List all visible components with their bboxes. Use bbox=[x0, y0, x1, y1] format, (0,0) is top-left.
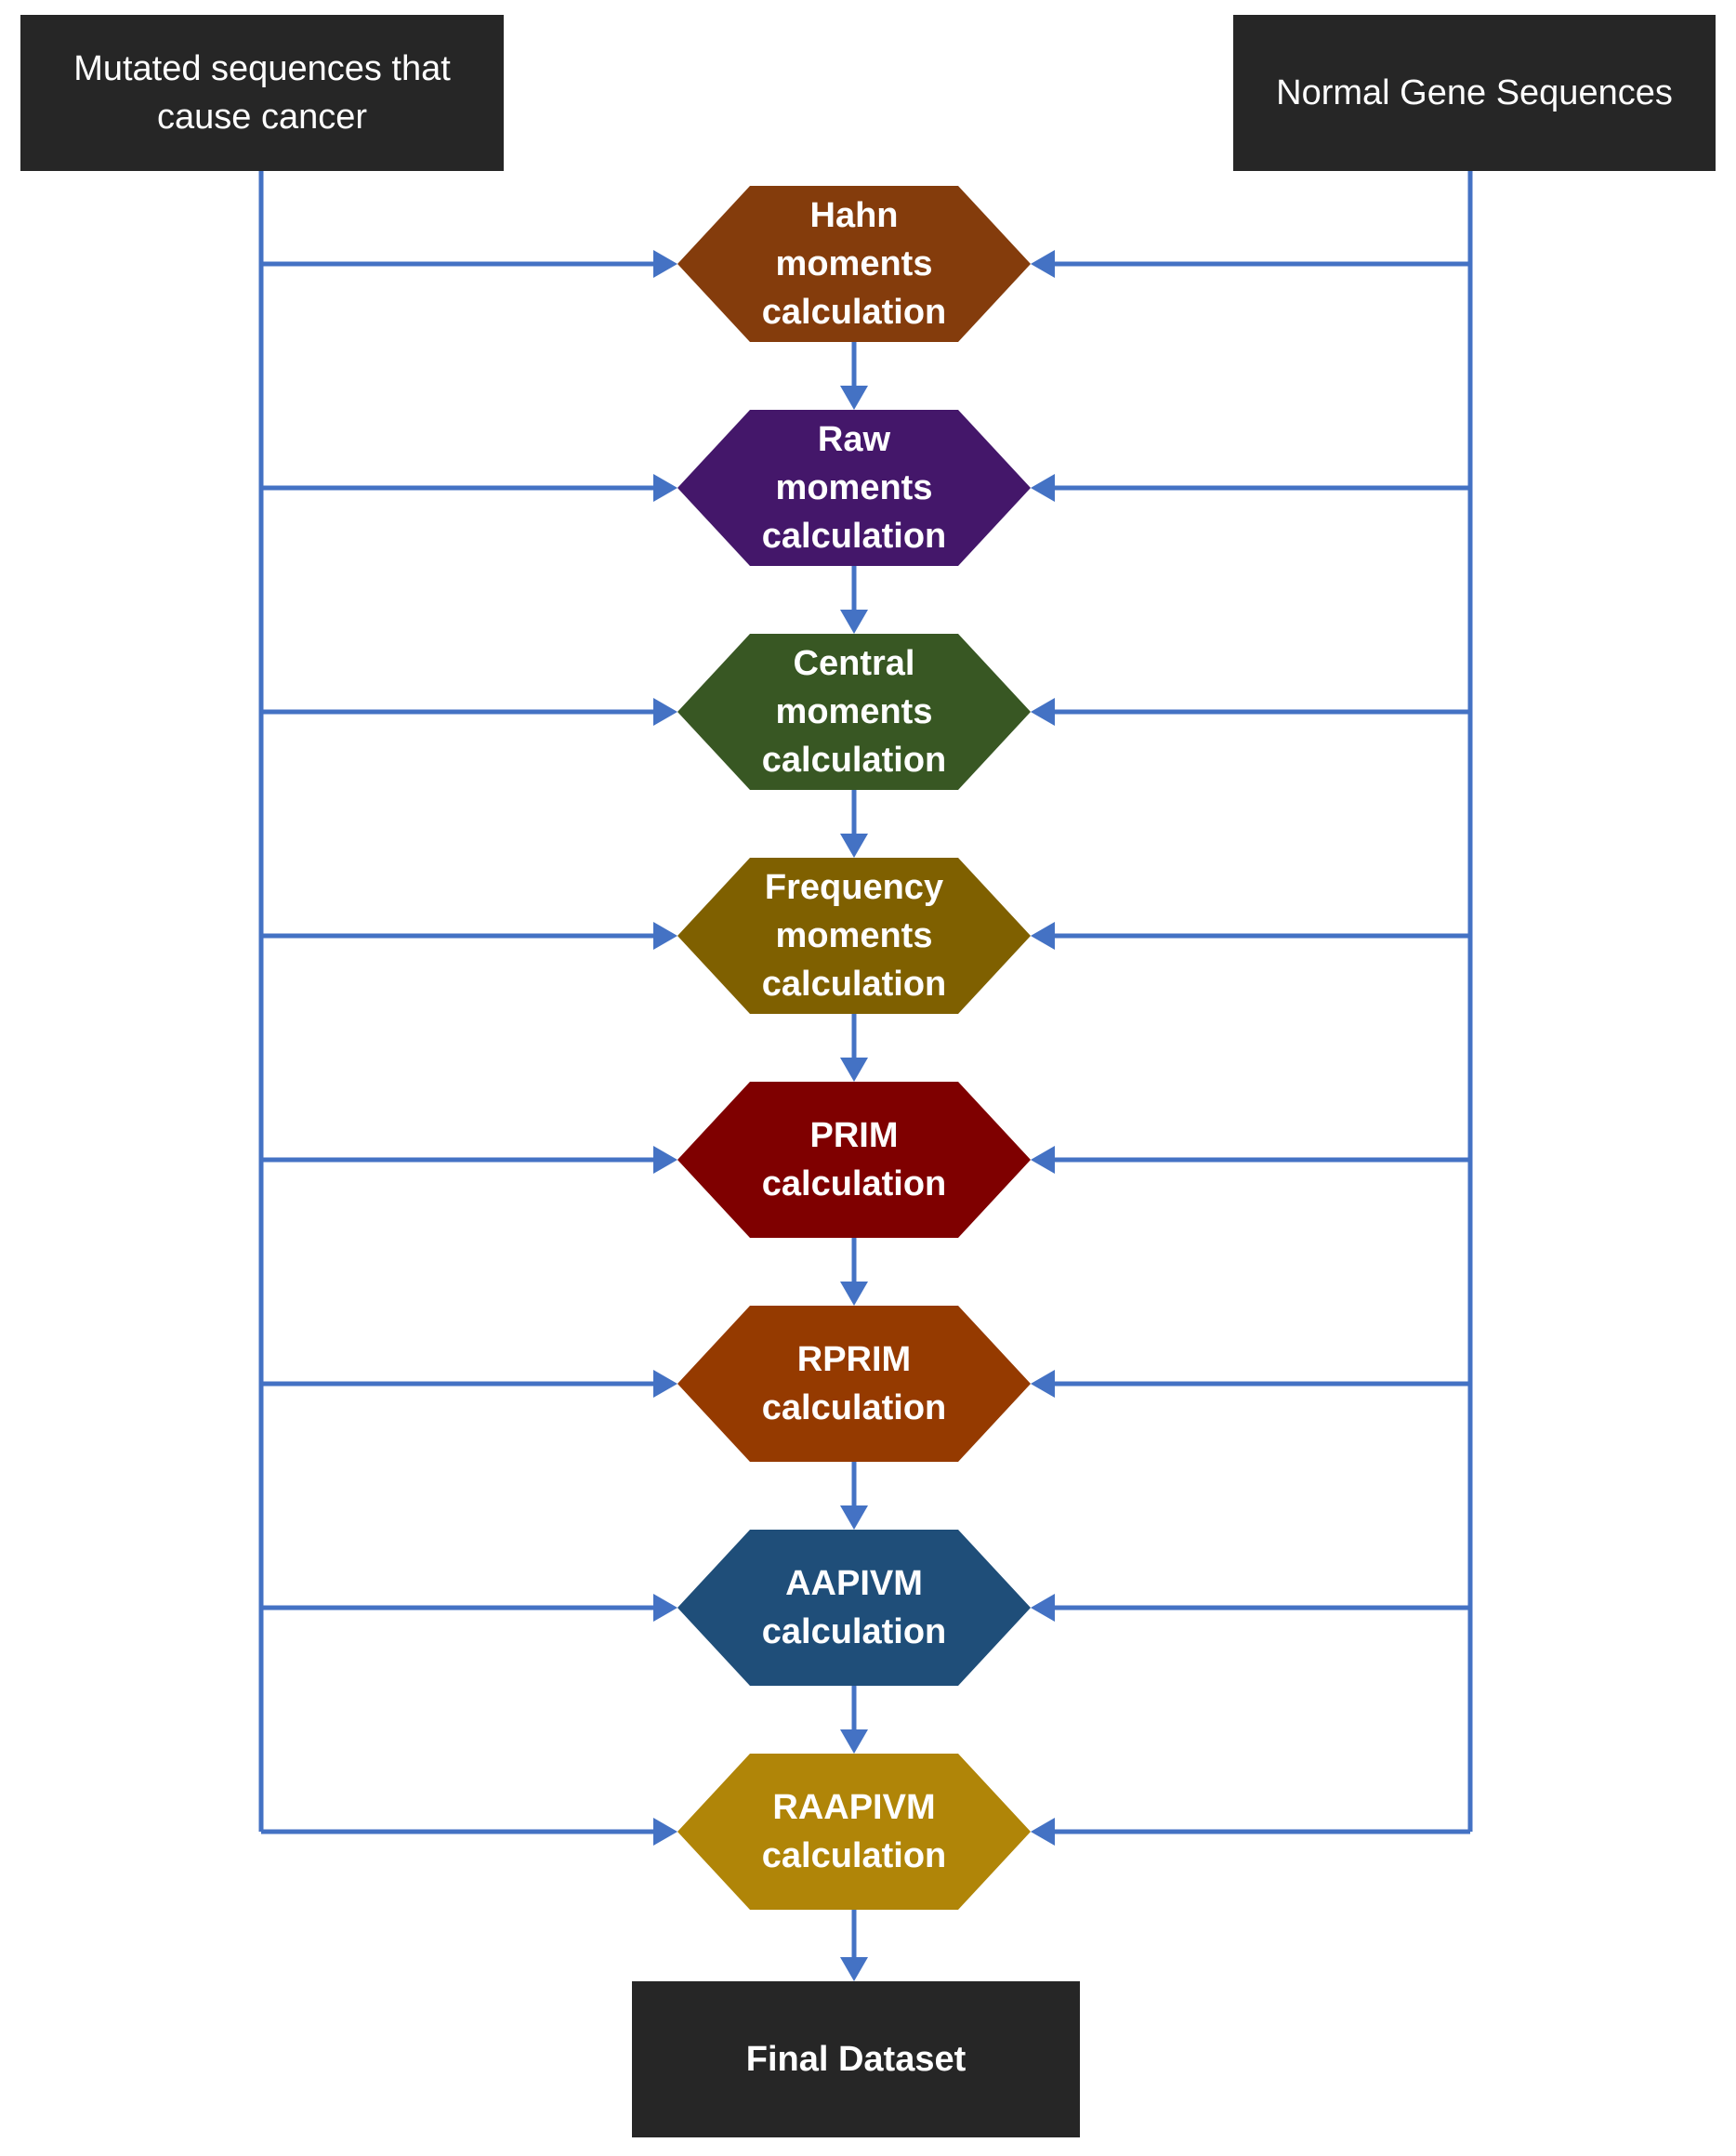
hexagon-prim bbox=[677, 1082, 1031, 1238]
hexagon-raw bbox=[677, 410, 1031, 566]
hexagon-raapivm bbox=[677, 1754, 1031, 1910]
right-arrowhead-rprim bbox=[1031, 1370, 1055, 1398]
down-arrowhead-prim bbox=[840, 1282, 868, 1306]
mutated-sequences-label: Mutated sequences that cause cancer bbox=[73, 49, 451, 137]
left-arrowhead-aapivm bbox=[653, 1594, 677, 1622]
down-arrowhead-hahn bbox=[840, 386, 868, 410]
right-arrowhead-prim bbox=[1031, 1146, 1055, 1174]
right-arrowhead-aapivm bbox=[1031, 1594, 1055, 1622]
normal-gene-sequences-label: Normal Gene Sequences bbox=[1276, 73, 1673, 112]
left-arrowhead-prim bbox=[653, 1146, 677, 1174]
final-dataset-box: Final Dataset bbox=[632, 1981, 1080, 2137]
right-arrowhead-central bbox=[1031, 698, 1055, 726]
hexagon-rprim bbox=[677, 1306, 1031, 1462]
down-arrowhead-central bbox=[840, 834, 868, 858]
down-arrowhead-frequency bbox=[840, 1058, 868, 1082]
right-arrowhead-raw bbox=[1031, 474, 1055, 502]
right-arrowhead-frequency bbox=[1031, 922, 1055, 950]
final-dataset-label: Final Dataset bbox=[745, 2039, 967, 2079]
down-arrowhead-raapivm bbox=[840, 1957, 868, 1981]
mutated-sequences-box: Mutated sequences that cause cancer bbox=[20, 15, 504, 171]
hexagon-central bbox=[677, 634, 1031, 790]
right-arrowhead-raapivm bbox=[1031, 1818, 1055, 1846]
left-arrowhead-central bbox=[653, 698, 677, 726]
left-arrowhead-hahn bbox=[653, 250, 677, 278]
hexagon-frequency bbox=[677, 858, 1031, 1014]
down-arrowhead-aapivm bbox=[840, 1729, 868, 1754]
normal-gene-sequences-box: Normal Gene Sequences bbox=[1233, 15, 1716, 171]
hexagon-aapivm bbox=[677, 1530, 1031, 1686]
connectors-group bbox=[258, 171, 1473, 1981]
left-arrowhead-frequency bbox=[653, 922, 677, 950]
down-arrowhead-raw bbox=[840, 610, 868, 634]
left-arrowhead-raw bbox=[653, 474, 677, 502]
left-arrowhead-raapivm bbox=[653, 1818, 677, 1846]
right-arrowhead-hahn bbox=[1031, 250, 1055, 278]
hexagon-hahn bbox=[677, 186, 1031, 342]
down-arrowhead-rprim bbox=[840, 1505, 868, 1530]
hexagons-group bbox=[677, 186, 1031, 1910]
left-arrowhead-rprim bbox=[653, 1370, 677, 1398]
